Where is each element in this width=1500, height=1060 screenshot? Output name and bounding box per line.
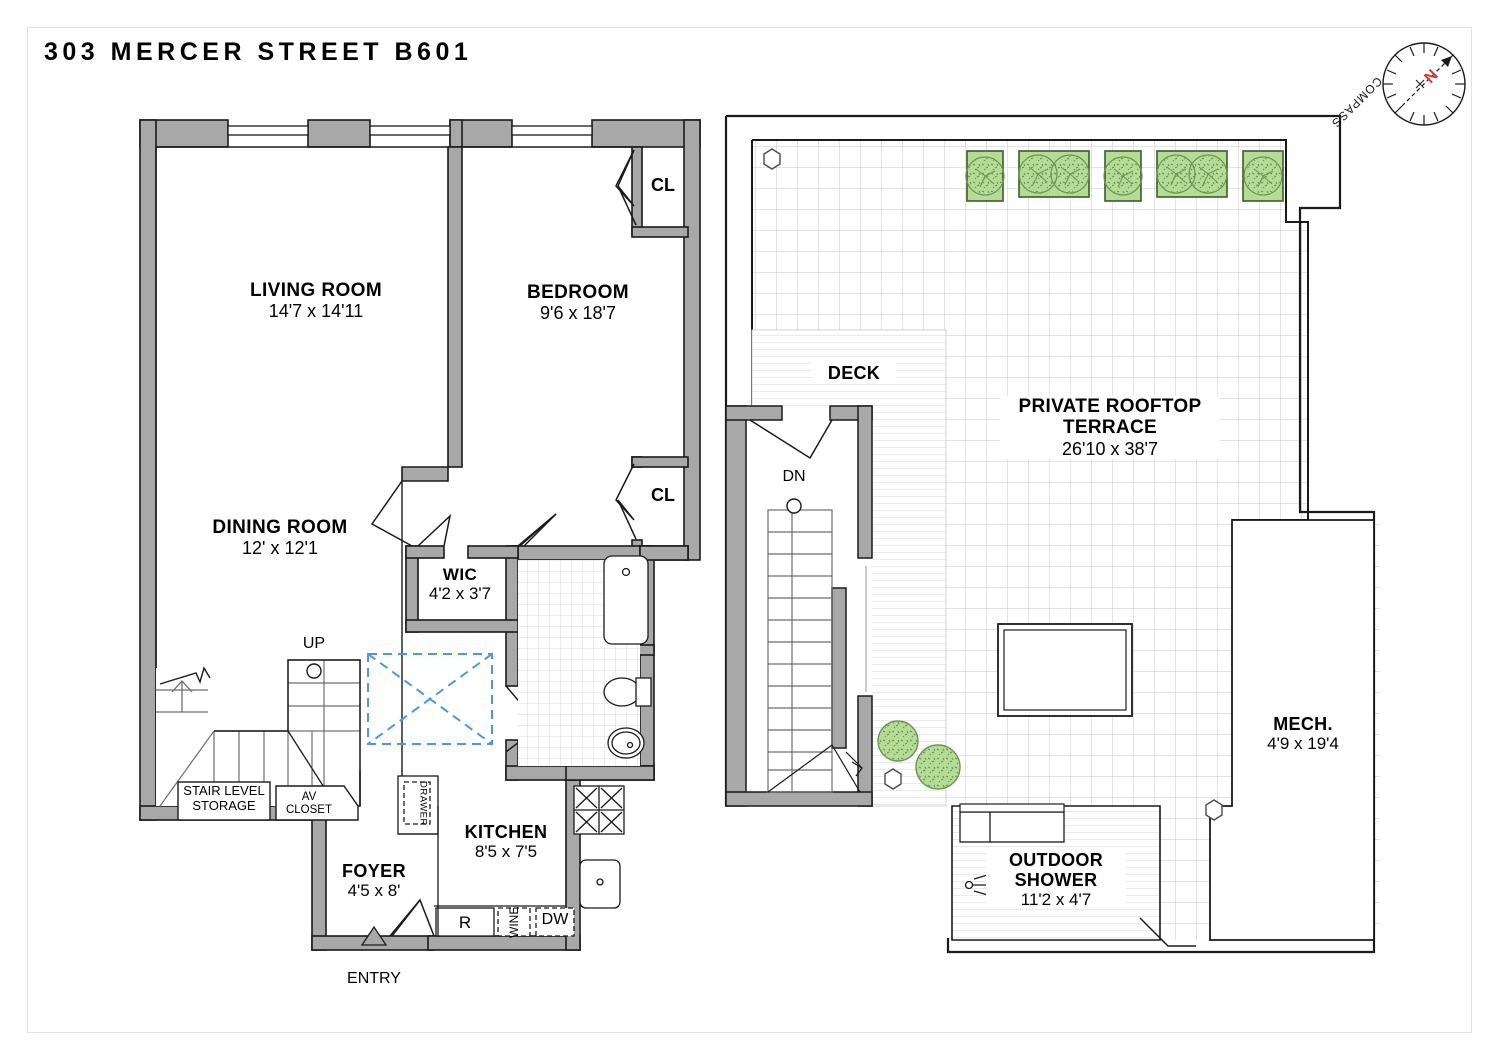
stair-level-storage-box bbox=[177, 781, 271, 821]
skylight bbox=[367, 653, 493, 745]
living-room-dims: 14'7 x 14'11 bbox=[268, 301, 364, 322]
room-label-kitchen: KITCHEN 8'5 x 7'5 bbox=[448, 822, 564, 861]
room-label-foyer: FOYER 4'5 x 8' bbox=[320, 861, 428, 900]
exterior-plan bbox=[724, 114, 1380, 954]
compass-rose bbox=[1382, 42, 1466, 126]
foyer-name: FOYER bbox=[341, 861, 406, 881]
bedroom-dims: 9'6 x 18'7 bbox=[540, 303, 616, 324]
room-label-dining-room: DINING ROOM 12' x 12'1 bbox=[160, 517, 400, 558]
stairwell-enclosure bbox=[725, 405, 873, 807]
drain-hex-icon bbox=[763, 148, 1223, 821]
mech-label: MECH. 4'9 x 19'4 bbox=[1238, 714, 1368, 754]
entry-label: ENTRY bbox=[347, 970, 401, 987]
stair-up-label: UP bbox=[302, 635, 326, 652]
terrace-table bbox=[997, 623, 1133, 717]
terrace-line2: TERRACE bbox=[1000, 417, 1220, 439]
bedroom-name: BEDROOM bbox=[526, 282, 630, 303]
stair-storage-line2: STORAGE bbox=[192, 797, 256, 813]
refrigerator-label: R bbox=[458, 913, 472, 932]
dishwasher-label: DW bbox=[541, 911, 569, 928]
mech-name: MECH. bbox=[1238, 714, 1368, 735]
living-room-name: LIVING ROOM bbox=[249, 280, 383, 301]
room-label-bedroom: BEDROOM 9'6 x 18'7 bbox=[470, 282, 686, 323]
av-closet-line1: AV bbox=[301, 791, 317, 803]
shower-dims: 11'2 x 4'7 bbox=[986, 890, 1126, 910]
round-planters bbox=[877, 720, 961, 790]
page-title: 303 MERCER STREET B601 bbox=[44, 38, 473, 66]
av-closet-label: AV CLOSET bbox=[277, 791, 341, 817]
entry-marker bbox=[360, 925, 388, 946]
closet-label-top: CL bbox=[651, 175, 675, 195]
stair-storage-line1: STAIR LEVEL bbox=[183, 783, 265, 798]
av-closet-line2: CLOSET bbox=[285, 803, 332, 816]
bath-fixtures bbox=[603, 555, 652, 759]
mech-dims: 4'9 x 19'4 bbox=[1238, 734, 1368, 754]
interior-plan bbox=[139, 119, 701, 951]
terrace-line1: PRIVATE ROOFTOP bbox=[1000, 396, 1220, 418]
wic-name: WIC bbox=[442, 565, 478, 584]
gate-swing bbox=[1139, 917, 1196, 947]
deck-label: DECK bbox=[812, 363, 896, 384]
planter-boxes bbox=[965, 150, 1284, 202]
kitchen-dims: 8'5 x 7'5 bbox=[474, 842, 538, 862]
shower-line2: SHOWER bbox=[986, 870, 1126, 891]
kitchen-fixtures bbox=[397, 775, 625, 937]
foyer-dims: 4'5 x 8' bbox=[347, 881, 401, 901]
drawer-label: DRAWER bbox=[417, 780, 429, 826]
wine-fridge-label: WINE bbox=[507, 906, 521, 938]
outdoor-shower-label: OUTDOOR SHOWER 11'2 x 4'7 bbox=[986, 850, 1126, 910]
room-label-wic: WIC 4'2 x 3'7 bbox=[402, 565, 518, 603]
stair-dn-label: DN bbox=[782, 468, 806, 485]
stair-level-storage-label: STAIR LEVEL STORAGE bbox=[178, 783, 270, 813]
room-label-living-room: LIVING ROOM 14'7 x 14'11 bbox=[196, 280, 436, 321]
dining-room-dims: 12' x 12'1 bbox=[242, 538, 318, 559]
av-closet-box bbox=[275, 785, 359, 821]
terrace-dims: 26'10 x 38'7 bbox=[1000, 438, 1220, 459]
closet-doors bbox=[615, 149, 637, 540]
wic-dims: 4'2 x 3'7 bbox=[428, 584, 492, 604]
kitchen-name: KITCHEN bbox=[464, 822, 548, 842]
shower-line1: OUTDOOR bbox=[986, 850, 1126, 871]
dining-room-name: DINING ROOM bbox=[212, 517, 348, 538]
closet-label-bottom: CL bbox=[651, 485, 675, 505]
terrace-label: PRIVATE ROOFTOP TERRACE 26'10 x 38'7 bbox=[1000, 396, 1220, 459]
windows bbox=[227, 125, 593, 136]
